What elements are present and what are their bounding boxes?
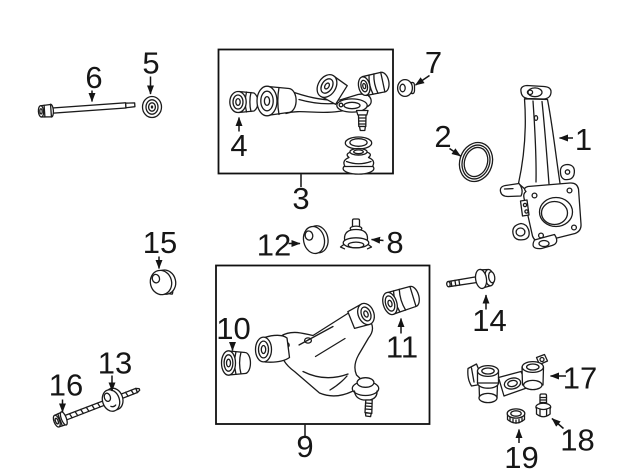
callout-2-arrow <box>449 147 461 157</box>
callout-11-label: 11 <box>386 330 418 365</box>
part10-bushing-drawing <box>220 350 252 376</box>
callout-4-label: 4 <box>230 128 247 163</box>
callout-13-label: 13 <box>98 346 132 381</box>
callout-6-label: 6 <box>85 60 102 95</box>
part19-nut-drawing <box>506 408 526 424</box>
callout-arrows <box>59 74 573 443</box>
part13-cam-washer-drawing <box>101 387 124 412</box>
part11-bushing-drawing <box>382 285 420 316</box>
part2-seal-ring-drawing <box>458 141 494 183</box>
callout-8-arrow <box>370 236 384 244</box>
callout-8-label: 8 <box>386 225 403 260</box>
callout-15-label: 15 <box>143 225 177 260</box>
part5-washer-drawing <box>141 95 163 119</box>
callout-10-label: 10 <box>216 311 250 346</box>
part7-cap-grommet-drawing <box>396 78 416 98</box>
part9-assembly-box <box>215 264 431 425</box>
part12-grommet-drawing <box>302 225 329 255</box>
part3-assembly-box <box>217 48 394 175</box>
callout-5-label: 5 <box>142 46 159 81</box>
callout-1-label: 1 <box>575 122 592 157</box>
callout-9-label: 9 <box>296 429 313 464</box>
callout-19-label: 19 <box>504 440 538 471</box>
callout-12-label: 12 <box>257 228 291 263</box>
callout-17-label: 17 <box>563 361 597 396</box>
part1-steering-knuckle-drawing <box>499 84 582 250</box>
callout-7-label: 7 <box>425 45 442 80</box>
callout-14-label: 14 <box>472 303 506 338</box>
part6-long-bolt-drawing <box>37 102 136 118</box>
part18-bolt-drawing <box>535 393 552 418</box>
callout-18-arrow <box>551 417 564 430</box>
part4-bushing-drawing <box>229 90 259 114</box>
callout-2-label: 2 <box>434 119 451 154</box>
callout-labels: 1 2 3 4 5 6 7 8 9 10 11 12 13 14 15 16 1… <box>49 45 597 471</box>
callout-7-arrow <box>415 74 430 86</box>
part3-rear-bushing-drawing <box>357 71 390 97</box>
callout-3-label: 3 <box>292 181 309 216</box>
part9-lower-control-arm-drawing <box>254 302 380 418</box>
part8-dust-cover-drawing <box>339 218 373 250</box>
callout-18-label: 18 <box>560 423 594 458</box>
part14-cam-bolt-drawing <box>446 268 496 290</box>
part15-grommet-drawing <box>149 269 177 296</box>
callout-16-label: 16 <box>49 368 83 403</box>
part17-bracket-drawing <box>467 353 549 404</box>
part3-upper-control-arm-drawing <box>256 74 375 175</box>
